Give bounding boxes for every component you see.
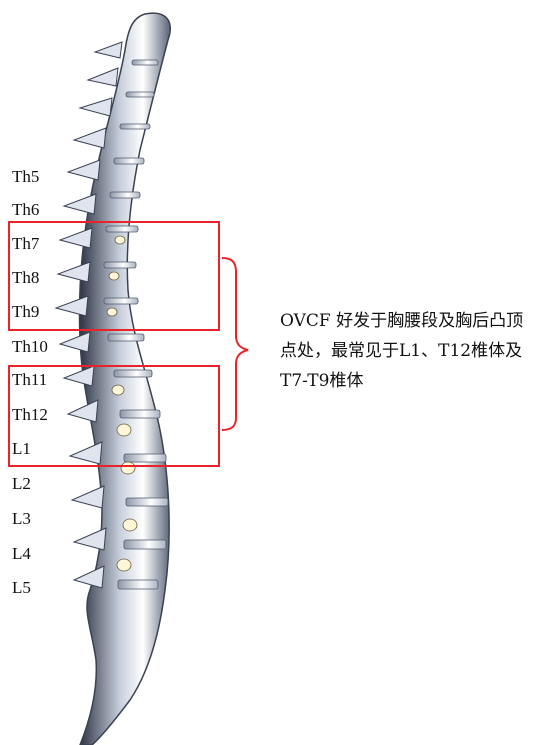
- label-th5: Th5: [12, 167, 39, 187]
- label-th10: Th10: [12, 337, 48, 357]
- label-th7: Th7: [12, 234, 39, 254]
- annotation-text: OVCF 好发于胸腰段及胸后凸顶点处，最常见于L1、T12椎体及T7-T9椎体: [280, 306, 536, 396]
- label-l1: L1: [12, 439, 31, 459]
- label-l2: L2: [12, 474, 31, 494]
- label-th11: Th11: [12, 370, 47, 390]
- label-th6: Th6: [12, 200, 39, 220]
- label-th9: Th9: [12, 302, 39, 322]
- label-l4: L4: [12, 544, 31, 564]
- curly-brace: [222, 258, 248, 430]
- label-l5: L5: [12, 578, 31, 598]
- label-l3: L3: [12, 509, 31, 529]
- label-th8: Th8: [12, 268, 39, 288]
- label-th12: Th12: [12, 405, 48, 425]
